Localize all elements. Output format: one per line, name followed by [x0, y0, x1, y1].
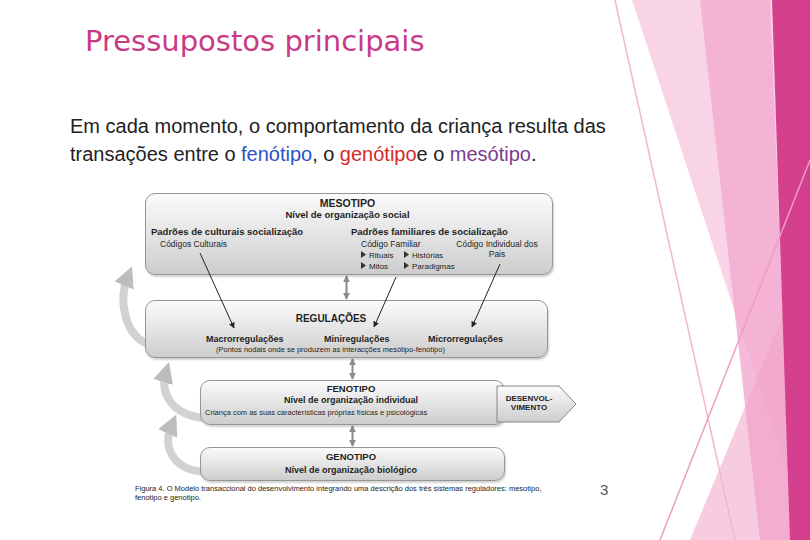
- page-number: 3: [600, 481, 608, 498]
- cycle-arrow: [164, 372, 203, 418]
- mesotipo-band: MESOTIPONível de organização socialPadrõ…: [145, 193, 553, 275]
- link-arrow: [352, 426, 354, 446]
- node-text: Padrões de culturais socialização: [151, 227, 303, 238]
- influence-arrow: [472, 264, 500, 327]
- node-text: REGULAÇÕES: [146, 313, 516, 325]
- node-text: Nível de organização biológico: [201, 465, 501, 475]
- influence-arrow: [200, 253, 234, 328]
- pink-line: [615, 0, 735, 540]
- node-text: Códigos Culturais: [160, 240, 227, 250]
- node-text: Código Individual dos Pais: [451, 240, 543, 260]
- arrow-outline: [497, 386, 576, 422]
- bullet-triangle: [361, 251, 366, 258]
- link-arrow: [352, 359, 354, 379]
- node-text: Mitos: [369, 262, 388, 271]
- regulacoes-band: REGULAÇÕES Macrorregulações Miniregulações…: [145, 300, 548, 358]
- node-text: Nível de organização individual: [201, 395, 501, 405]
- paragraph-text: mesótipo: [450, 143, 531, 165]
- node-text: FENOTIPO: [201, 384, 501, 395]
- node-text: Rituais: [369, 251, 393, 260]
- node-text: MESOTIPO: [146, 197, 549, 209]
- link-arrow: [346, 276, 348, 299]
- paragraph-text: fenótipo: [241, 143, 312, 165]
- fenotipo-band: FENOTIPONível de organização individualC…: [200, 380, 505, 425]
- development-arrow: DESENVOL- VIMENTO: [497, 385, 577, 423]
- influence-arrow: [374, 277, 396, 327]
- paragraph-text: e o: [417, 143, 445, 165]
- pink-triangle: [632, 0, 810, 540]
- intro-paragraph: Em cada momento, o comportamento da cria…: [70, 112, 670, 168]
- node-text: Macrorregulações: [206, 334, 284, 344]
- node-text: Nível de organização social: [146, 210, 549, 221]
- paragraph-text: .: [531, 143, 537, 165]
- node-text: Padrões familiares de socialização: [351, 227, 508, 238]
- node-text: Código Familiar: [361, 240, 421, 250]
- paragraph-text: genótipo: [340, 143, 417, 165]
- bullet-triangle: [361, 262, 366, 269]
- node-text: (Pontos nodais onde se produzem as inter…: [216, 346, 445, 355]
- node-text: Histórias: [412, 251, 443, 260]
- figure-caption: Figura 4. O Modelo transaccional do dese…: [135, 484, 545, 503]
- magenta-strip: [772, 0, 810, 540]
- node-text: Paradigmas: [412, 262, 455, 271]
- paragraph-text: , o: [312, 143, 334, 165]
- bullet-triangle: [404, 262, 409, 269]
- node-text: DESENVOL- VIMENTO: [501, 394, 557, 412]
- genotipo-band: GENOTIPO Nível de organização biológico: [200, 447, 505, 481]
- node-text: Criança com as suas características próp…: [205, 409, 427, 418]
- bullet-triangle: [404, 251, 409, 258]
- node-text: Miniregulações: [324, 334, 390, 344]
- node-text: GENOTIPO: [201, 452, 501, 463]
- slide-title: Pressupostos principais: [85, 24, 425, 58]
- node-text: Microrregulações: [428, 334, 503, 344]
- pink-line: [660, 160, 810, 540]
